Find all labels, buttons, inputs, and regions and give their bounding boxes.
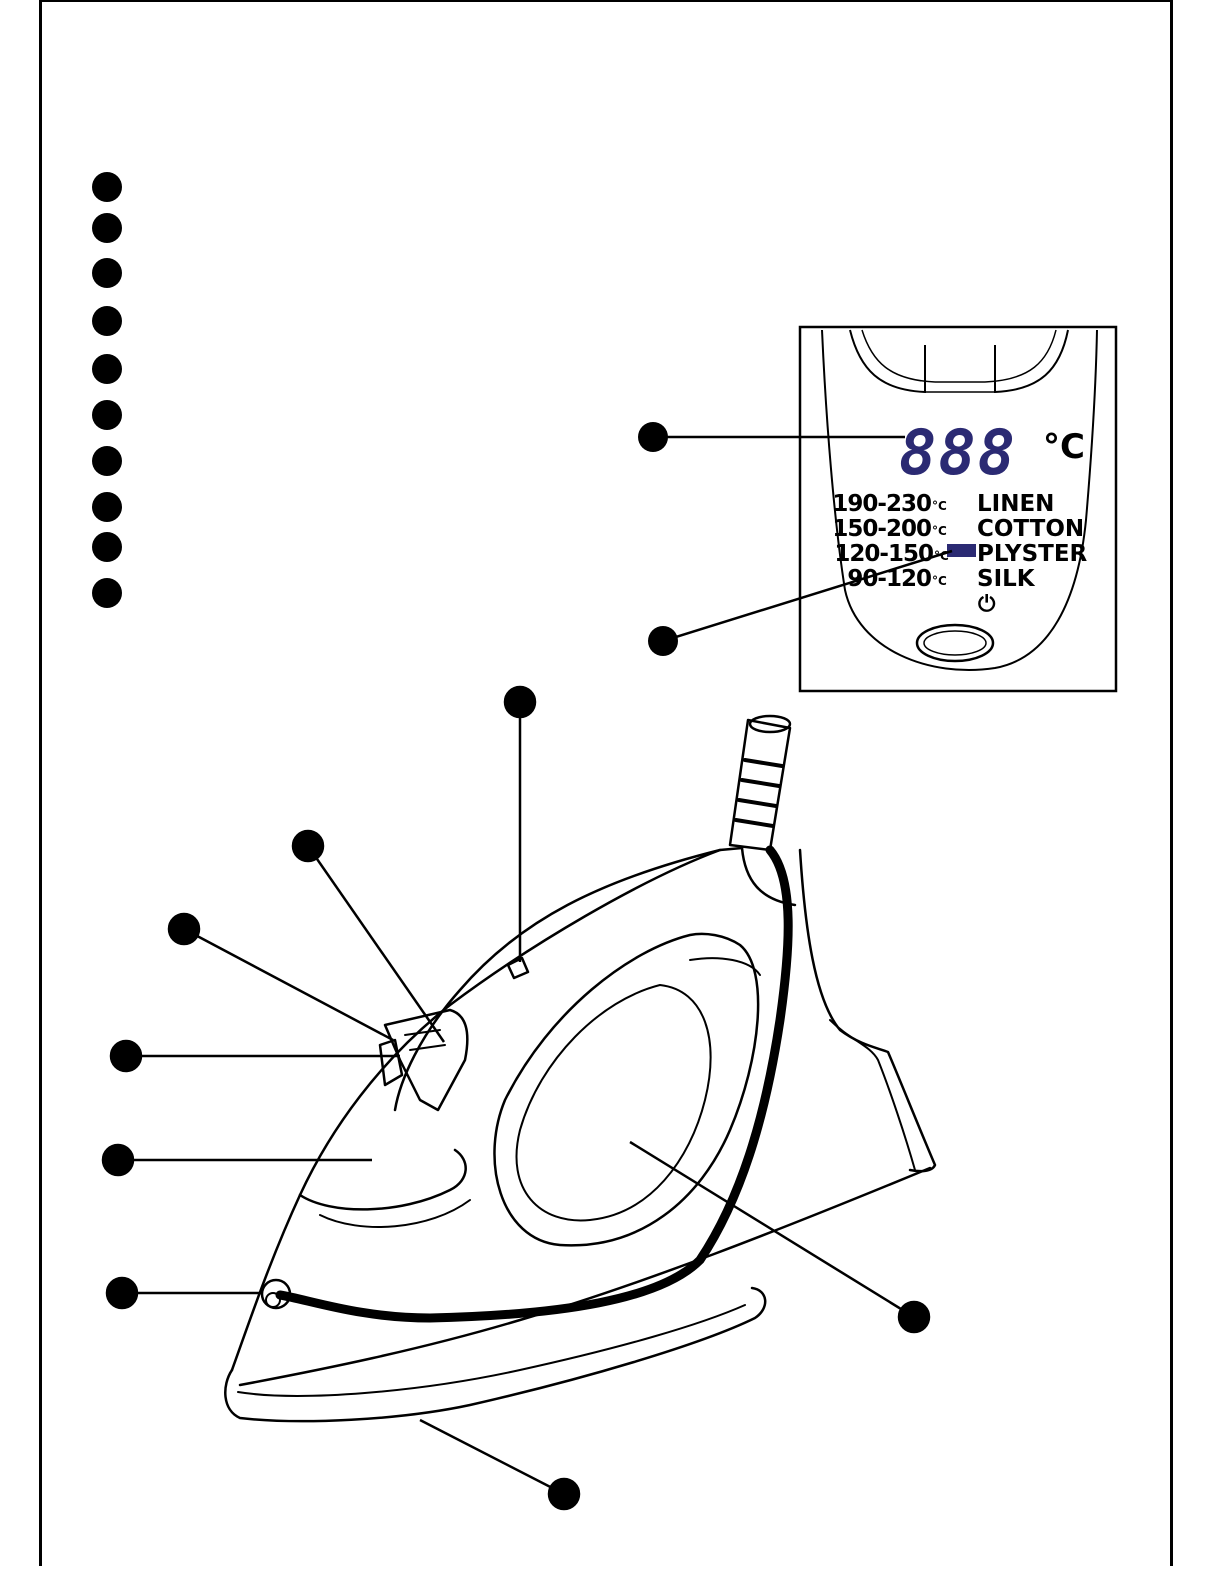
legend-marker-7	[92, 446, 122, 476]
callout-line-soleplate	[420, 1420, 564, 1494]
fabric-1: LINEN	[977, 491, 1054, 517]
legend-marker-10	[92, 578, 122, 608]
legend-marker-4	[92, 306, 122, 336]
callout-marker-nozzle	[107, 1278, 137, 1308]
lcd-unit: °C	[1043, 427, 1085, 467]
callout-marker-steam-button	[293, 831, 323, 861]
handle-outer	[395, 850, 720, 1110]
spray-button	[380, 1040, 402, 1085]
display-panel-inset: 888 °C 190-230 °C LINEN 150-200 °C COTTO…	[800, 327, 1116, 691]
iron-body-lower	[240, 1168, 930, 1385]
iron-heel	[800, 850, 935, 1171]
soleplate	[225, 1288, 765, 1421]
heel-inner	[830, 1020, 915, 1170]
temp-unit-2: °C	[932, 524, 947, 538]
callout-marker-lcd	[638, 422, 668, 452]
legend-marker-6	[92, 400, 122, 430]
tank-window-inner	[690, 958, 760, 975]
fabric-4: SILK	[977, 566, 1036, 592]
temp-unit-1: °C	[932, 499, 947, 513]
handle-opening	[494, 934, 758, 1245]
water-inlet-cover	[320, 1200, 470, 1227]
steam-iron	[225, 716, 935, 1421]
spray-nozzle-inner	[266, 1293, 280, 1307]
callout-marker-spray-button	[169, 914, 199, 944]
cord-strip	[280, 850, 788, 1318]
legend-marker-8	[92, 492, 122, 522]
legend-marker-1	[92, 172, 122, 202]
callout-marker-indicator	[648, 626, 678, 656]
callout-marker-steam-selector	[111, 1041, 141, 1071]
legend-marker-3	[92, 258, 122, 288]
temp-range-1: 190-230	[832, 491, 931, 517]
callout-marker-indicator-light	[505, 687, 535, 717]
callout-marker-fill-cover	[103, 1145, 133, 1175]
legend-markers	[92, 172, 122, 608]
callout-line-tank	[630, 1142, 914, 1317]
callout-line-spray-button	[184, 929, 393, 1040]
temp-range-2: 150-200	[832, 516, 931, 542]
legend-marker-2	[92, 213, 122, 243]
legend-marker-5	[92, 354, 122, 384]
fabric-2: COTTON	[977, 516, 1084, 542]
callout-marker-soleplate	[549, 1479, 579, 1509]
callout-line-steam-button	[308, 846, 444, 1042]
temp-range-3: 120-150	[834, 541, 933, 567]
iron-body-outline	[232, 848, 742, 1370]
power-icon: ⏻	[978, 592, 996, 617]
cord-guard	[730, 720, 790, 850]
lcd-digits: 888	[899, 416, 1017, 489]
temp-unit-4: °C	[932, 574, 947, 588]
tank-window	[516, 985, 710, 1220]
fabric-3: PLYSTER	[977, 541, 1088, 567]
callout-marker-tank	[899, 1302, 929, 1332]
legend-marker-9	[92, 532, 122, 562]
